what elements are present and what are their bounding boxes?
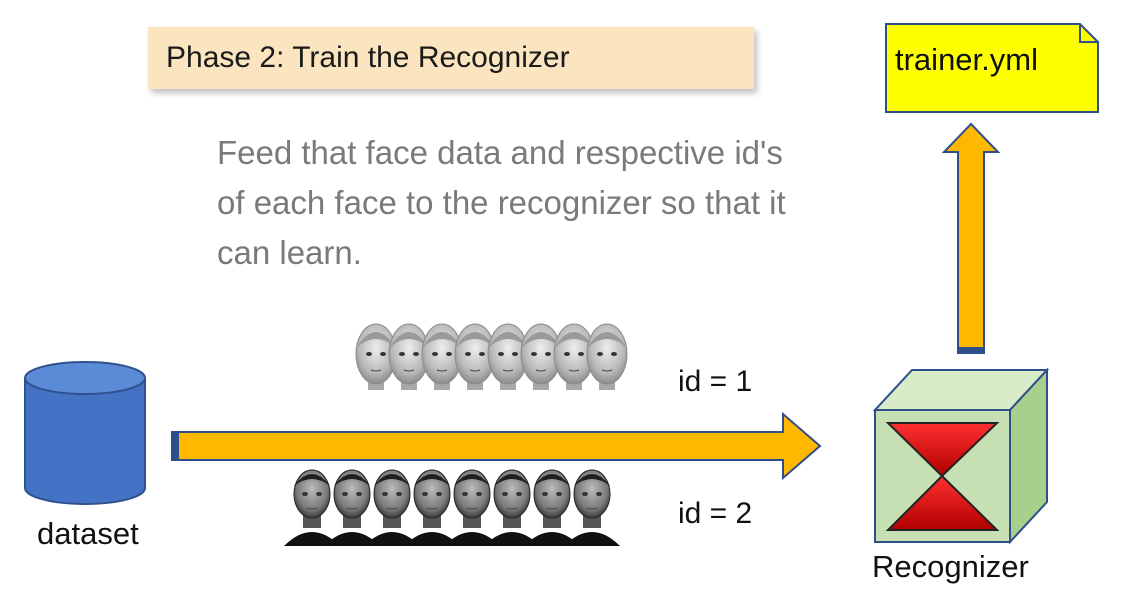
- face-light-icon: [454, 323, 496, 390]
- id-2-label: id = 2: [678, 497, 753, 530]
- face-light-icon: [388, 323, 430, 390]
- horizontal-arrow: [171, 411, 822, 481]
- face-dark-icon: [484, 469, 540, 546]
- vertical-arrow: [941, 122, 1001, 354]
- phase-title: Phase 2: Train the Recognizer: [166, 41, 570, 74]
- trainer-file-label: trainer.yml: [895, 42, 1038, 77]
- hourglass-icon: [885, 422, 1000, 531]
- description-text: Feed that face data and respective id's …: [217, 134, 786, 271]
- dataset-label: dataset: [37, 516, 139, 551]
- face-light-icon: [520, 323, 562, 390]
- face-light-icon: [421, 323, 463, 390]
- face-dark-icon: [284, 469, 340, 546]
- trainer-file-icon: [885, 23, 1099, 113]
- phase-banner: Phase 2: Train the Recognizer: [148, 27, 754, 89]
- face-dark-icon: [324, 469, 380, 546]
- face-dark-icon: [524, 469, 580, 546]
- face-light-icon: [355, 323, 397, 390]
- recognizer-cube-icon: [872, 367, 1050, 545]
- face-dark-icon: [444, 469, 500, 546]
- face-light-icon: [586, 323, 628, 390]
- face-dark-icon: [404, 469, 460, 546]
- face-group-1: [355, 323, 628, 390]
- face-light-icon: [487, 323, 529, 390]
- id-1-label: id = 1: [678, 365, 753, 398]
- recognizer-label: Recognizer: [872, 549, 1029, 584]
- face-dark-icon: [564, 469, 620, 546]
- face-group-2: [284, 469, 620, 546]
- dataset-cylinder-icon: [24, 361, 146, 505]
- face-dark-icon: [364, 469, 420, 546]
